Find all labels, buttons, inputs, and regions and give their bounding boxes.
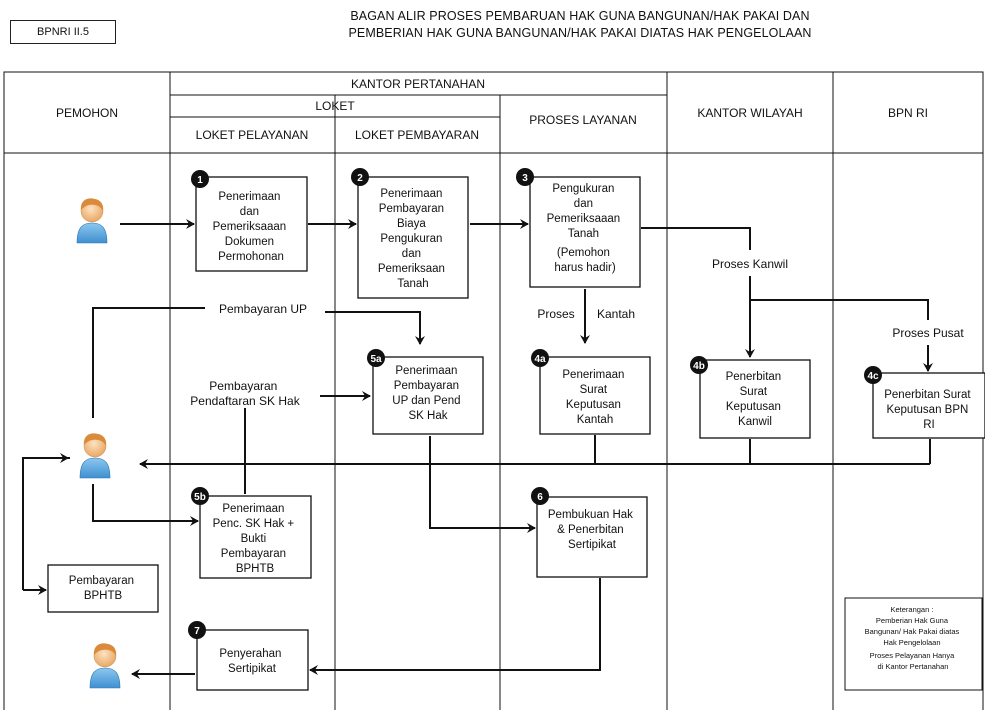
label-proses: Proses xyxy=(537,307,574,321)
step-2-box xyxy=(357,176,469,299)
header-grid xyxy=(3,71,984,710)
svg-text:7: 7 xyxy=(194,626,200,637)
label-kantah: Kantah xyxy=(597,307,635,321)
step-3-badge: 3 xyxy=(516,168,534,186)
note-box xyxy=(844,597,983,691)
step-4b-text: Penerbitan Surat Keputusan Kanwil xyxy=(726,371,785,428)
line-to-pusat xyxy=(750,299,929,320)
bphtb-text: Pembayaran BPHTB xyxy=(69,575,137,602)
step-4a-badge: 4a xyxy=(531,349,549,367)
line-step3-to-kanwil xyxy=(641,227,751,250)
step-4b-box xyxy=(699,359,811,439)
arrow-step6-to-step7 xyxy=(309,578,601,675)
step-7-box xyxy=(196,629,309,691)
label-pembayaran-pendaftaran: Pembayaran Pendaftaran SK Hak xyxy=(190,379,300,408)
svg-text:3: 3 xyxy=(522,173,528,184)
step-6-box xyxy=(536,496,648,578)
svg-text:4a: 4a xyxy=(534,354,546,365)
arrow-pembayaran-up-to-step5a xyxy=(325,311,425,345)
line-applicant-pembayaran-up xyxy=(92,307,205,418)
svg-text:4b: 4b xyxy=(693,361,705,372)
applicant-icon xyxy=(76,197,108,244)
step-3-text: Pengukuran dan Pemeriksaaan Tanah (Pemoh… xyxy=(547,183,624,274)
document-code: BPNRI II.5 xyxy=(10,20,116,44)
label-proses-pusat: Proses Pusat xyxy=(892,326,964,340)
header-loket-pelayanan: LOKET PELAYANAN xyxy=(196,128,309,142)
diagram-title: BAGAN ALIR PROSES PEMBARUAN HAK GUNA BAN… xyxy=(240,8,920,42)
svg-text:5a: 5a xyxy=(370,354,382,365)
step-1-text: Penerimaan dan Pemeriksaaan Dokumen Perm… xyxy=(213,191,290,263)
label-proses-kanwil: Proses Kanwil xyxy=(712,257,788,271)
header-kantor-wilayah: KANTOR WILAYAH xyxy=(697,106,802,120)
step-7-badge: 7 xyxy=(188,621,206,639)
step-7-text: Penyerahan Sertipikat xyxy=(219,648,284,675)
title-line-1: BAGAN ALIR PROSES PEMBARUAN HAK GUNA BAN… xyxy=(350,9,810,23)
step-5b-text: Penerimaan Penc. SK Hak + Bukti Pembayar… xyxy=(213,503,298,575)
step-1-box xyxy=(195,176,308,272)
step-4a-text: Penerimaan Surat Keputusan Kantah xyxy=(562,369,627,426)
arrow-applicant-to-step5b xyxy=(92,484,199,526)
step-4a-box xyxy=(539,356,651,435)
header-kantor-pertanahan: KANTOR PERTANAHAN xyxy=(351,77,485,91)
header-proses-layanan: PROSES LAYANAN xyxy=(529,113,637,127)
step-3-box xyxy=(529,176,641,288)
svg-text:2: 2 xyxy=(357,173,363,184)
step-4c-box xyxy=(872,372,985,439)
label-pembayaran-up: Pembayaran UP xyxy=(219,302,307,316)
step-5b-box xyxy=(199,495,312,579)
header-loket: LOKET xyxy=(315,99,355,113)
svg-text:6: 6 xyxy=(537,492,543,503)
step-4c-badge: 4c xyxy=(864,366,882,384)
step-5a-badge: 5a xyxy=(367,349,385,367)
bphtb-box xyxy=(47,564,159,613)
svg-text:5b: 5b xyxy=(194,492,206,503)
step-5a-box xyxy=(372,356,484,435)
step-5a-text: Penerimaan Pembayaran UP dan Pend SK Hak xyxy=(392,365,463,422)
note-text: Keterangan : Pemberian Hak Guna Bangunan… xyxy=(865,605,962,671)
arrow-step5a-to-step6 xyxy=(429,436,536,533)
step-4c-text: Penerbitan Surat Keputusan BPN RI xyxy=(884,389,974,431)
step-2-text: Penerimaan Pembayaran Biaya Pengukuran d… xyxy=(378,188,448,290)
svg-text:4c: 4c xyxy=(867,371,879,382)
step-1-badge: 1 xyxy=(191,170,209,188)
svg-text:1: 1 xyxy=(197,175,203,186)
header-loket-pembayaran: LOKET PEMBAYARAN xyxy=(355,128,479,142)
header-pemohon: PEMOHON xyxy=(56,106,118,120)
header-bpn-ri: BPN RI xyxy=(888,106,928,120)
step-5b-badge: 5b xyxy=(191,487,209,505)
applicant-icon xyxy=(79,432,111,479)
step-6-badge: 6 xyxy=(531,487,549,505)
step-2-badge: 2 xyxy=(351,168,369,186)
step-6-text: Pembukuan Hak & Penerbitan Sertipikat xyxy=(548,509,636,551)
applicant-icon xyxy=(89,642,121,689)
step-4b-badge: 4b xyxy=(690,356,708,374)
title-line-2: PEMBERIAN HAK GUNA BANGUNAN/HAK PAKAI DI… xyxy=(348,26,812,40)
